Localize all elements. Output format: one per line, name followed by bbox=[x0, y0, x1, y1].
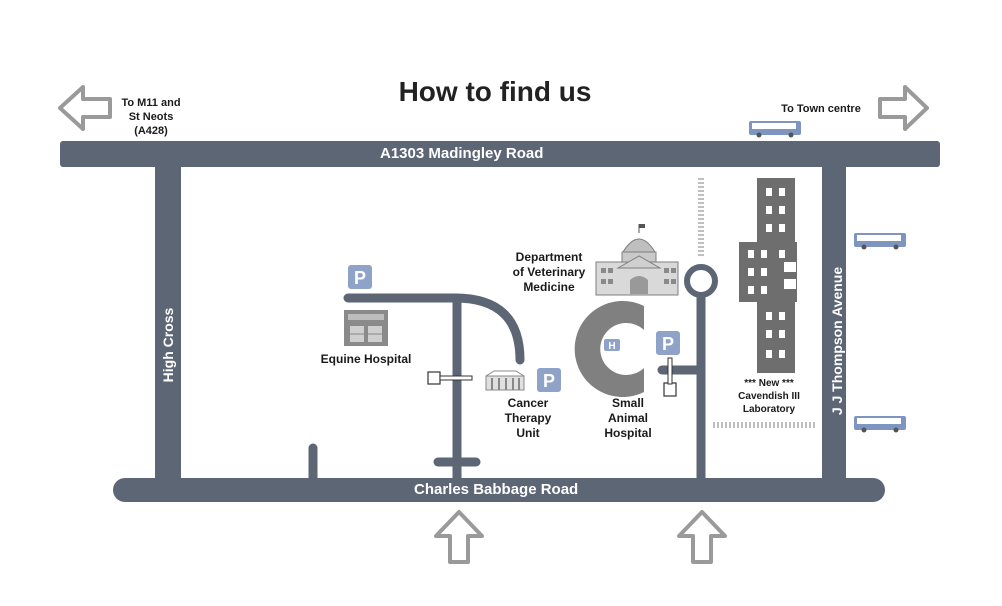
label-small-animal-hospital: Small Animal Hospital bbox=[590, 396, 666, 441]
madingley-road bbox=[60, 141, 940, 167]
arrow-up-icon bbox=[434, 510, 484, 564]
svg-text:P: P bbox=[543, 371, 555, 391]
barrier-icon bbox=[663, 357, 677, 397]
direction-west-line-2: St Neots bbox=[128, 110, 174, 123]
cavendish-building-icon bbox=[739, 178, 797, 373]
roundabout bbox=[684, 264, 718, 298]
label-vet-line-3: Medicine bbox=[523, 280, 575, 294]
parking-icon: P bbox=[537, 368, 561, 392]
cancer-building-icon bbox=[485, 370, 525, 391]
arrow-right-icon bbox=[878, 85, 929, 131]
high-cross-road bbox=[155, 160, 181, 482]
label-cancer-unit: Cancer Therapy Unit bbox=[488, 396, 568, 441]
label-cavendish: *** New *** Cavendish III Laboratory bbox=[723, 377, 815, 416]
direction-west-line-3: (A428) bbox=[134, 124, 168, 137]
svg-text:P: P bbox=[662, 334, 674, 354]
road-label-madingley: A1303 Madingley Road bbox=[380, 145, 544, 162]
direction-label-west: To M11 and St Neots (A428) bbox=[103, 97, 199, 138]
label-cancer-line-2: Therapy bbox=[504, 411, 552, 425]
arrow-left-icon bbox=[58, 85, 112, 131]
label-equine-hospital: Equine Hospital bbox=[320, 352, 412, 366]
arrow-up-icon bbox=[677, 510, 727, 564]
hospital-icon: H bbox=[604, 339, 620, 352]
label-small-line-1: Small bbox=[611, 396, 644, 410]
equine-building-icon bbox=[344, 310, 388, 346]
direction-label-east: To Town centre bbox=[781, 103, 861, 115]
label-vet-dept: Department of Veterinary Medicine bbox=[498, 250, 600, 295]
internal-roads bbox=[308, 291, 706, 485]
charles-babbage-road bbox=[113, 478, 885, 502]
vet-building-icon bbox=[595, 224, 679, 296]
svg-text:P: P bbox=[354, 268, 366, 288]
label-cavendish-line-1: *** New *** bbox=[744, 378, 794, 389]
label-cavendish-line-3: Laboratory bbox=[742, 404, 796, 415]
label-cancer-line-3: Unit bbox=[516, 426, 540, 440]
direction-west-line-1: To M11 and bbox=[121, 97, 181, 109]
road-label-charles-babbage: Charles Babbage Road bbox=[414, 481, 579, 498]
label-cavendish-line-2: Cavendish III bbox=[738, 391, 800, 402]
bus-icon bbox=[854, 233, 906, 250]
svg-text:H: H bbox=[608, 341, 615, 352]
road-label-jj-thompson: J J Thompson Avenue bbox=[829, 266, 845, 416]
parking-icon: P bbox=[656, 331, 680, 355]
label-small-line-2: Animal bbox=[607, 411, 648, 425]
road-label-high-cross: High Cross bbox=[160, 307, 176, 383]
jj-thompson-road bbox=[822, 160, 846, 482]
label-small-line-3: Hospital bbox=[604, 426, 652, 440]
label-vet-line-2: of Veterinary bbox=[512, 265, 586, 279]
label-cancer-line-1: Cancer bbox=[507, 396, 549, 410]
barrier-icon bbox=[427, 371, 473, 385]
page-title: How to find us bbox=[398, 76, 592, 107]
bus-icon bbox=[854, 416, 906, 433]
parking-icon: P bbox=[348, 265, 372, 289]
bus-icon bbox=[749, 121, 801, 138]
label-vet-line-1: Department bbox=[515, 250, 583, 264]
small-animal-building-icon bbox=[574, 301, 644, 397]
